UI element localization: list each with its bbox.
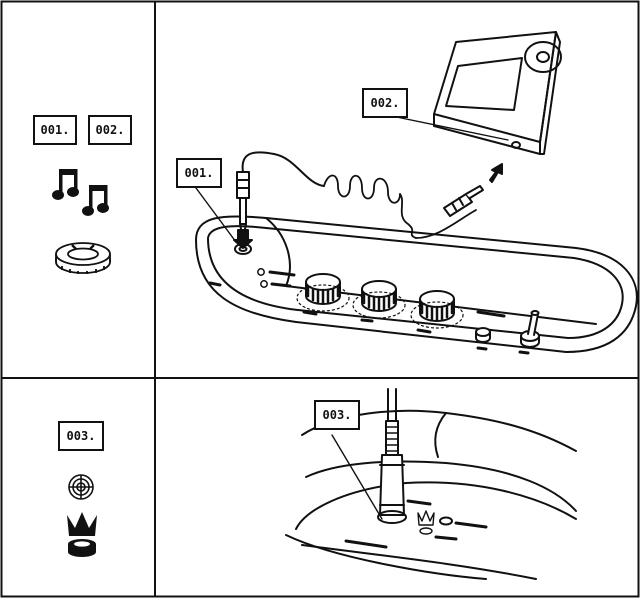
coiled-cable bbox=[323, 174, 477, 239]
treble-knob bbox=[419, 290, 455, 322]
sidebar-label-001: 001. bbox=[33, 115, 77, 145]
sidebar-label-002: 002. bbox=[88, 115, 132, 145]
volume-knob bbox=[305, 273, 341, 305]
ring-nut-icon bbox=[55, 242, 111, 274]
plug-002 bbox=[443, 185, 484, 217]
connection-illustration bbox=[195, 31, 638, 355]
speaker-unit bbox=[195, 215, 638, 353]
plug-001 bbox=[236, 171, 250, 235]
crown-led-small bbox=[417, 510, 435, 535]
input-detail-illustration bbox=[285, 388, 577, 580]
plug-003 bbox=[377, 388, 407, 524]
crosshair-target-icon bbox=[68, 474, 94, 500]
bass-knob bbox=[361, 280, 397, 312]
sidebar-label-003: 003. bbox=[58, 421, 104, 451]
power-toggle bbox=[518, 310, 540, 355]
mode-button bbox=[475, 310, 506, 351]
indicator-leds bbox=[257, 268, 296, 288]
callout-001: 001. bbox=[176, 158, 222, 188]
media-player bbox=[433, 31, 562, 155]
callout-003: 003. bbox=[314, 400, 360, 430]
music-notes-icon bbox=[52, 169, 109, 216]
callout-002: 002. bbox=[362, 88, 408, 118]
crown-led-icon bbox=[67, 512, 97, 557]
